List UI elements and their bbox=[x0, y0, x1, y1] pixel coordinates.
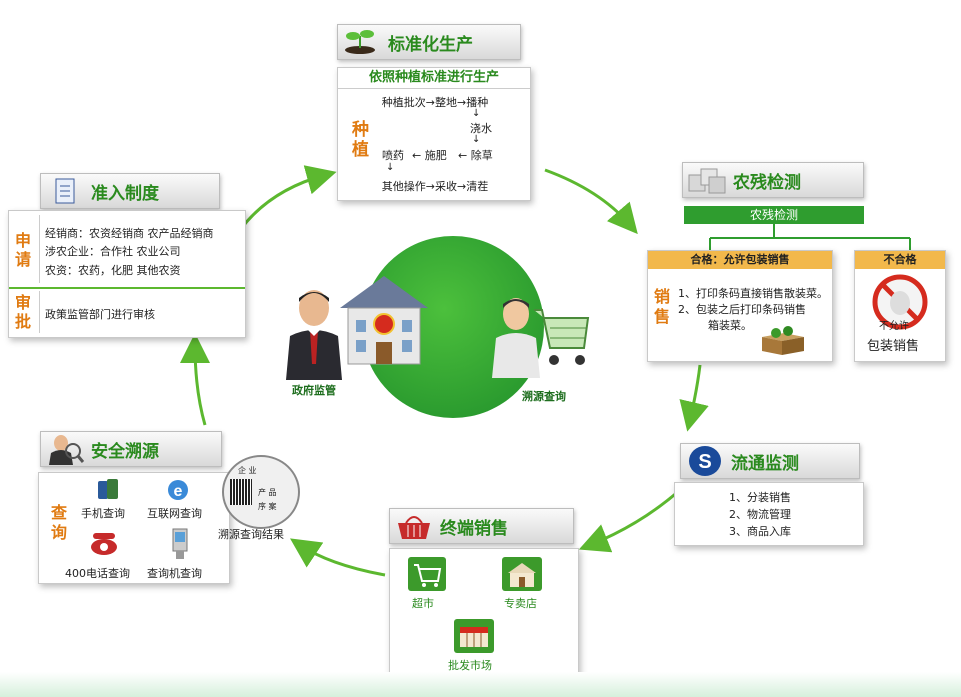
fail-panel: 不合格 不允许 包装销售 bbox=[854, 250, 946, 362]
sticker-line-1: 企 业 bbox=[238, 466, 257, 475]
prohibited-icon bbox=[869, 273, 931, 335]
circulation-item-3: 3、商品入库 bbox=[729, 525, 791, 538]
query-label: 查询 bbox=[51, 503, 68, 542]
planting-label: 种植 bbox=[352, 120, 369, 160]
circulation-title-bar: S 流通监测 bbox=[680, 443, 860, 479]
safety-item-2: 互联网查询 bbox=[147, 507, 202, 520]
branch-lines bbox=[709, 224, 911, 250]
barcode-icon bbox=[230, 479, 252, 505]
production-panel: 依照种植标准进行生产 种植批次→整地→播种 种植 ↓ 浇水 ↓ 喷药 ← 施肥 … bbox=[337, 67, 531, 201]
safety-panel: 查询 手机查询 e 互联网查询 400电话查询 查询机查询 bbox=[38, 472, 230, 584]
arrow-production-to-pesticide bbox=[544, 168, 638, 235]
flow-weed: ← 除草 bbox=[458, 149, 493, 162]
supermarket-icon bbox=[408, 557, 446, 591]
safety-title-bar: 安全溯源 bbox=[40, 431, 222, 467]
access-line-1: 经销商：农资经销商 农产品经销商 bbox=[45, 227, 214, 240]
flow-spray: 喷药 bbox=[382, 149, 404, 162]
pesticide-title-bar: 农残检测 bbox=[682, 162, 864, 198]
terminal-title: 终端销售 bbox=[440, 518, 508, 539]
terminal-title-bar: 终端销售 bbox=[389, 508, 574, 544]
sales-label: 销售 bbox=[654, 287, 671, 326]
terminal-item-3: 批发市场 bbox=[448, 659, 492, 672]
basket-icon bbox=[394, 511, 434, 541]
specialty-store-icon bbox=[502, 557, 542, 591]
wholesale-market-icon bbox=[454, 619, 494, 653]
pass-item-3: 箱装菜。 bbox=[708, 319, 752, 332]
review-label: 审批 bbox=[15, 293, 32, 331]
svg-text:S: S bbox=[698, 451, 711, 473]
flow-row4: 其他操作→采收→清茬 bbox=[381, 180, 489, 193]
arrow-down-icon: ↓ bbox=[472, 134, 481, 145]
arrow-down-icon: ↓ bbox=[386, 162, 395, 173]
document-icon bbox=[45, 176, 85, 206]
sticker-line-2: 产 品 bbox=[258, 488, 277, 497]
gov-label: 政府监管 bbox=[292, 384, 336, 397]
official-person-icon bbox=[282, 284, 346, 384]
access-panel: 申请 经销商：农资经销商 农产品经销商 涉农企业：合作社 农业公司 农资：农药，… bbox=[8, 210, 246, 338]
terminal-item-2: 专卖店 bbox=[504, 597, 537, 610]
arrow-terminal-to-safety bbox=[290, 538, 386, 577]
flow-water: 浇水 bbox=[470, 122, 492, 135]
flow-fertilize: ← 施肥 bbox=[412, 149, 447, 162]
circulation-item-1: 1、分装销售 bbox=[729, 491, 791, 504]
fail-text: 包装销售 bbox=[867, 339, 920, 354]
vegetable-box-icon bbox=[758, 325, 808, 361]
review-text: 政策监管部门进行审核 bbox=[45, 308, 155, 321]
circulation-title: 流通监测 bbox=[731, 453, 799, 474]
consumer-person-icon bbox=[490, 292, 546, 382]
safety-item-4: 查询机查询 bbox=[147, 567, 202, 580]
arrow-access-to-production bbox=[238, 165, 337, 231]
production-subtitle: 依照种植标准进行生产 bbox=[338, 68, 530, 89]
pass-header: 合格：允许包装销售 bbox=[648, 251, 832, 269]
telephone-icon bbox=[89, 529, 119, 557]
trace-result-sticker: 企 业 产 品 序 案 bbox=[222, 455, 300, 529]
fail-stamp: 不允许 bbox=[879, 321, 909, 332]
access-title-bar: 准入制度 bbox=[40, 173, 220, 209]
arrow-safety-to-access bbox=[180, 333, 211, 426]
pass-panel: 合格：允许包装销售 销售 1、打印条码直接销售散装菜。 2、包装之后打印条码销售… bbox=[647, 250, 833, 362]
sticker-line-3: 序 案 bbox=[258, 502, 277, 511]
fail-header: 不合格 bbox=[855, 251, 945, 269]
production-title-bar: 标准化生产 bbox=[337, 24, 521, 60]
arrow-pesticide-to-circulation bbox=[679, 364, 709, 432]
pesticide-bar: 农残检测 bbox=[684, 206, 864, 224]
s-logo-icon: S bbox=[685, 446, 725, 476]
arrow-circulation-to-terminal bbox=[578, 488, 681, 553]
circulation-item-2: 2、物流管理 bbox=[729, 508, 791, 521]
terminal-item-1: 超市 bbox=[412, 597, 434, 610]
terminal-panel: 超市 专卖店 批发市场 bbox=[389, 548, 579, 678]
safety-item-3: 400电话查询 bbox=[65, 567, 130, 580]
internet-explorer-icon: e bbox=[165, 477, 191, 503]
person-magnifier-icon bbox=[45, 434, 85, 465]
access-line-3: 农资：农药，化肥 其他农资 bbox=[45, 264, 181, 277]
pesticide-title: 农残检测 bbox=[733, 172, 801, 193]
arrow-down-icon: ↓ bbox=[472, 108, 481, 119]
apply-label: 申请 bbox=[15, 231, 32, 269]
boxes-icon bbox=[687, 165, 727, 195]
mobile-icon bbox=[95, 477, 121, 503]
svg-text:e: e bbox=[174, 483, 183, 500]
access-line-2: 涉农企业：合作社 农业公司 bbox=[45, 245, 181, 258]
safety-title: 安全溯源 bbox=[91, 441, 159, 462]
pass-item-1: 1、打印条码直接销售散装菜。 bbox=[678, 287, 828, 300]
flow-row1: 种植批次→整地→播种 bbox=[381, 96, 489, 109]
bottom-fade bbox=[0, 672, 961, 697]
trace-label: 溯源查询 bbox=[522, 390, 566, 403]
shopping-cart-icon bbox=[530, 300, 592, 376]
sprout-icon bbox=[342, 27, 382, 57]
trace-result-label: 溯源查询结果 bbox=[218, 528, 284, 541]
pass-item-2: 2、包装之后打印条码销售 bbox=[678, 303, 806, 316]
access-title: 准入制度 bbox=[91, 183, 159, 204]
government-building-icon bbox=[334, 268, 434, 376]
safety-item-1: 手机查询 bbox=[81, 507, 125, 520]
kiosk-icon bbox=[165, 527, 193, 561]
production-title: 标准化生产 bbox=[388, 34, 473, 55]
circulation-panel: 1、分装销售 2、物流管理 3、商品入库 bbox=[674, 482, 864, 546]
